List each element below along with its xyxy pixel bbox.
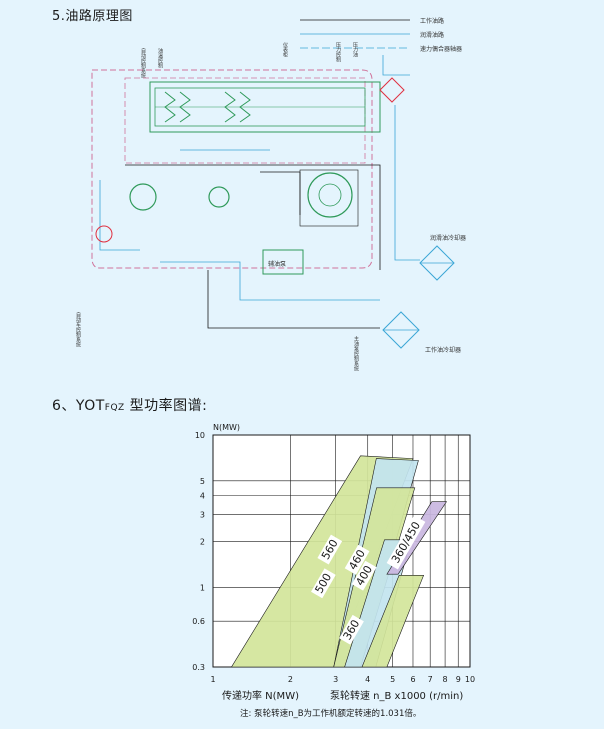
section6-title: 6、YOTFQZ 型功率图谱: <box>52 395 207 415</box>
x-tick-label: 2 <box>288 675 293 684</box>
lube-line-d <box>382 55 410 76</box>
x-axis-label: 泵轮转速 n_B x1000 (r/min) <box>330 689 463 702</box>
lube-line-e <box>394 105 420 261</box>
section6-title-suffix: 型功率图谱: <box>124 398 208 414</box>
coupling-chevrons-3 <box>224 91 236 123</box>
series-label-bg <box>311 568 336 599</box>
y-axis-label: N(MW) <box>213 423 240 432</box>
legend-label-coupler: 速力偶合器轴器 <box>420 45 462 53</box>
pump-left <box>129 183 157 211</box>
x-tick-label: 8 <box>443 675 448 684</box>
work-line-a <box>125 164 381 270</box>
y-tick-label: 3 <box>200 511 205 520</box>
y-tick-label: 5 <box>200 477 205 486</box>
y-tick-label: 0.6 <box>192 617 205 626</box>
top-label-2: 油温控制 <box>157 47 163 69</box>
chart-note: 注: 泵轮转速n_B为工作机额定转速的1.031倍。 <box>240 708 421 719</box>
main-pump <box>307 172 353 218</box>
lube-line-c <box>160 261 380 301</box>
series-band-360 <box>361 575 425 668</box>
section5-title: 5.油路原理图 <box>52 9 133 24</box>
series-label-bg <box>386 515 426 570</box>
series-label-bg <box>317 534 343 565</box>
coupling-chevrons-4 <box>239 91 251 123</box>
top-label-1: 自动控制系统 <box>140 47 146 79</box>
coupling-chevrons-2 <box>179 91 191 123</box>
pump-right <box>208 186 230 208</box>
series-label-bg <box>344 544 370 575</box>
coupling-body-outer <box>149 81 381 133</box>
aux-pump-box <box>262 249 304 275</box>
top-label-3: 仪表柜 <box>282 42 288 58</box>
x-tick-label: 3 <box>333 675 338 684</box>
series-label-bg <box>339 614 364 645</box>
x-tick-label: 4 <box>365 675 370 684</box>
section6-title-sub: FQZ <box>104 403 125 413</box>
work-line-c <box>260 171 301 215</box>
y-tick-label: 2 <box>200 537 205 546</box>
top-label-5: 压力油 <box>352 42 358 58</box>
y-tick-label: 4 <box>200 492 205 501</box>
lube-cooler-label: 润滑油冷却器 <box>430 234 466 242</box>
left-vertical-label: 自动车控制系统 <box>75 311 81 348</box>
top-label-4: 压力控制 <box>335 42 341 63</box>
x-tick-label: 5 <box>390 675 395 684</box>
y-tick-label: 0.3 <box>192 663 205 672</box>
housing-outline <box>91 69 373 269</box>
x-tick-label: 6 <box>410 675 415 684</box>
section6-title-prefix: 6、YOT <box>52 398 105 414</box>
legend-label-lube: 润滑油路 <box>420 31 444 39</box>
x-tick-label: 1 <box>210 675 215 684</box>
series-label-bg <box>351 560 377 591</box>
x-tick-label: 9 <box>456 675 461 684</box>
main-pump-inner <box>318 183 342 207</box>
main-pump-box <box>299 169 359 227</box>
gauge-left <box>95 225 113 243</box>
y-tick-label: 1 <box>200 583 205 592</box>
coupling-chevrons-1 <box>164 91 176 123</box>
legend-label-work: 工作油路 <box>420 17 444 25</box>
lube-line-a <box>99 180 140 251</box>
x-tick-label: 10 <box>465 675 475 684</box>
work-cooler-label: 工作油冷却器 <box>425 346 461 354</box>
heat-exchanger <box>379 77 405 103</box>
x-tick-label: 7 <box>428 675 433 684</box>
mid-vertical-label: 主油泵控制系统 <box>353 335 359 372</box>
y-tick-label: 10 <box>195 431 205 440</box>
oil-circuit-diagram: 工作油路 润滑油路 速力偶合器轴器 自动控制系统 油温控制 仪表柜 压力控制 压… <box>75 17 466 372</box>
work-line-b <box>207 270 380 329</box>
aux-pump-label: 辅油泵 <box>268 260 286 268</box>
x-axis-label-left: 传递功率 N(MW) <box>222 689 299 702</box>
